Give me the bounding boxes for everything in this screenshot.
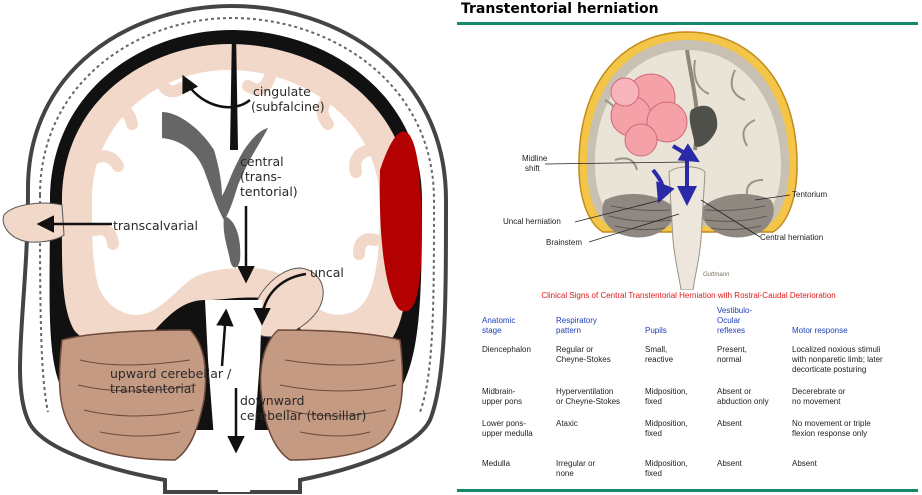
table-cell: Medulla [482, 459, 511, 468]
table-cell: Midbrain-upper pons [482, 387, 523, 406]
falx [230, 30, 238, 150]
bottom-divider [457, 489, 918, 492]
label-cingulate: cingulate (subfalcine) [251, 84, 325, 114]
table-cell: Midposition,fixed [645, 459, 688, 478]
label-uncal: uncal [310, 265, 344, 280]
label-downward: downward cerebellar (tonsillar) [240, 393, 366, 423]
header-pupils: Pupils [645, 326, 667, 335]
table-cell: Absent [717, 419, 742, 428]
label-upward: upward cerebellar / transtentorial [110, 366, 235, 396]
table-cell: Ataxic [556, 419, 578, 428]
compressed-ventricle [689, 105, 718, 147]
uncus [253, 267, 324, 338]
label-transcalvarial: transcalvarial [113, 218, 198, 233]
cerebellum-right [602, 194, 677, 238]
brainstem [205, 300, 262, 492]
table-cell: Lower pons-upper medulla [482, 419, 533, 438]
table-caption: Clinical Signs of Central Transtentorial… [541, 291, 836, 300]
label-uncal-herniation: Uncal herniation [503, 217, 561, 226]
tumor [610, 73, 688, 157]
cingulate-arrow [182, 74, 251, 109]
transtentorial-illustration: Midline shift Tentorium Uncal herniation… [503, 31, 827, 290]
table-cell: Midposition,fixed [645, 387, 688, 406]
lateral-ventricle [162, 112, 268, 220]
label-central: central (trans- tentorial) [240, 154, 298, 199]
table-cell: Small,reactive [645, 345, 674, 364]
uncal-arrow [253, 272, 307, 326]
label-central-herniation: Central herniation [760, 233, 823, 242]
table-cell: Absent [717, 459, 742, 468]
label-tentorium: Tentorium [792, 190, 827, 199]
transtentorial-panel: Transtentorial herniation [455, 0, 922, 495]
table-cell: Midposition,fixed [645, 419, 688, 438]
artist-signature: Guttmann [703, 272, 730, 278]
table-cell: Absent [792, 459, 817, 468]
label-brainstem: Brainstem [546, 238, 582, 247]
uncal-herniation-arrow [651, 168, 675, 204]
table-cell: Present,normal [717, 345, 747, 364]
table-cell: Diencephalon [482, 345, 531, 354]
transcalvarial-protrusion [2, 202, 65, 243]
label-midline-shift: Midline shift [522, 154, 550, 173]
header-motor-response: Motor response [792, 326, 848, 335]
upward-arrow [216, 308, 234, 367]
title-divider [457, 22, 918, 25]
herniation-types-diagram: cingulate (subfalcine) central (trans- t… [0, 0, 455, 495]
subdural-hematoma [379, 131, 422, 312]
third-ventricle [223, 216, 241, 268]
midline-shift-arrow [671, 143, 700, 163]
panel-title: Transtentorial herniation [461, 1, 659, 17]
brain-coronal-schematic: cingulate (subfalcine) central (trans- t… [2, 3, 449, 494]
